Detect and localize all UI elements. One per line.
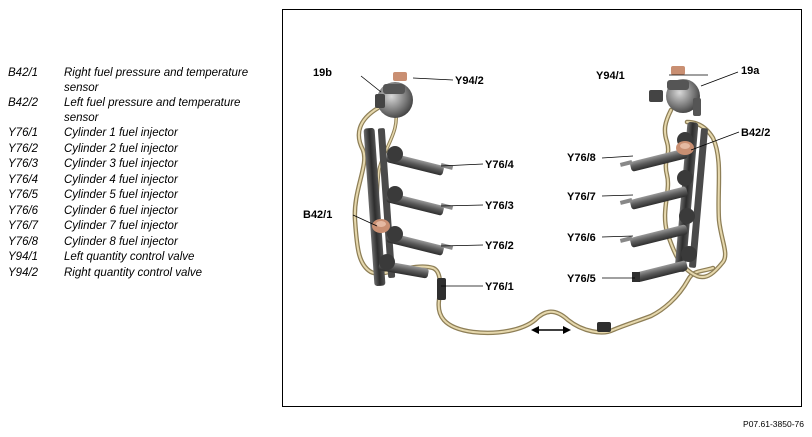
- legend-row-y76-2: Y76/2 Cylinder 2 fuel injector: [8, 142, 278, 157]
- legend-code: Y94/1: [8, 251, 39, 263]
- legend-code: Y76/7: [8, 220, 39, 232]
- callout-y94-2: Y94/2: [455, 75, 484, 87]
- legend-code: Y76/4: [8, 173, 39, 186]
- callout-y76-8: Y76/8: [567, 152, 596, 164]
- legend-code: B42/2: [8, 97, 39, 109]
- double-arrow-icon: [531, 326, 571, 334]
- left-feed-line-highlight: [353, 107, 714, 334]
- legend-desc: Cylinder 8 fuel injector: [64, 235, 178, 248]
- injector-y76-4: [386, 146, 454, 176]
- legend-code: Y76/1: [8, 127, 39, 139]
- figure-id: P07.61-3850-76: [743, 419, 804, 429]
- legend-code: Y76/6: [8, 204, 39, 217]
- callout-19a: 19a: [741, 65, 760, 77]
- injector-y76-5: [632, 246, 697, 282]
- callout-y76-2: Y76/2: [485, 240, 514, 252]
- leader-lines: [352, 71, 740, 287]
- legend-row-b42-2: B42/2 Left fuel pressure and temperature…: [8, 96, 278, 125]
- legend-desc: Cylinder 5 fuel injector: [64, 189, 178, 201]
- callout-b42-2: B42/2: [741, 127, 770, 139]
- callout-y76-7: Y76/7: [567, 191, 596, 203]
- legend-code: Y76/8: [8, 235, 39, 248]
- legend-desc: Right fuel pressure and temperature sens…: [64, 67, 249, 94]
- legend-desc: Right quantity control valve: [64, 266, 203, 279]
- legend-desc: Left quantity control valve: [64, 251, 195, 263]
- fuel-system-diagram: 19b Y94/2 Y94/1 19a B42/2 B42/1 Y76/4 Y7…: [303, 65, 770, 336]
- legend-row-y94-1: Y94/1 Left quantity control valve: [8, 250, 278, 265]
- callout-y76-4: Y76/4: [485, 159, 515, 171]
- legend-row-y76-1: Y76/1 Cylinder 1 fuel injector: [8, 126, 278, 141]
- legend-code: Y76/3: [8, 158, 39, 170]
- legend-desc: Cylinder 4 fuel injector: [64, 173, 178, 186]
- legend-code: Y94/2: [8, 266, 39, 279]
- callout-19b: 19b: [313, 67, 332, 79]
- legend-code: B42/1: [8, 67, 39, 79]
- legend-row-y76-4: Y76/4 Cylinder 4 fuel injector: [8, 173, 278, 188]
- callout-y76-3: Y76/3: [485, 200, 514, 212]
- injector-y76-6: [619, 208, 695, 248]
- callout-y94-1: Y94/1: [596, 70, 625, 82]
- legend-row-y76-8: Y76/8 Cylinder 8 fuel injector: [8, 235, 278, 250]
- legend-row-y76-6: Y76/6 Cylinder 6 fuel injector: [8, 204, 278, 219]
- legend-row-y76-3: Y76/3 Cylinder 3 fuel injector: [8, 157, 278, 172]
- injector-y76-1: [378, 254, 446, 300]
- legend-desc: Cylinder 1 fuel injector: [64, 127, 178, 139]
- legend-code: Y76/2: [8, 142, 39, 155]
- injector-y76-2: [386, 226, 454, 256]
- pump-19b: [375, 72, 413, 118]
- crossover-fitting: [597, 322, 611, 332]
- legend: B42/1 Right fuel pressure and temperatur…: [8, 66, 278, 281]
- legend-desc: Cylinder 6 fuel injector: [64, 204, 178, 217]
- legend-desc: Cylinder 2 fuel injector: [64, 142, 178, 155]
- fuel-lines: [352, 105, 728, 336]
- injector-y76-7: [619, 170, 693, 210]
- sensor-b42-1: [372, 219, 390, 233]
- legend-code: Y76/5: [8, 189, 39, 201]
- sensor-b42-2: [676, 141, 694, 155]
- injector-y76-3: [386, 186, 454, 216]
- legend-desc: Cylinder 3 fuel injector: [64, 158, 178, 170]
- legend-row-y76-7: Y76/7 Cylinder 7 fuel injector: [8, 219, 278, 234]
- legend-desc: Cylinder 7 fuel injector: [64, 220, 178, 232]
- legend-row-y76-5: Y76/5 Cylinder 5 fuel injector: [8, 188, 278, 203]
- right-injectors: [619, 132, 697, 282]
- callout-y76-5: Y76/5: [567, 273, 596, 285]
- pump-19a: [649, 66, 701, 116]
- legend-row-b42-1: B42/1 Right fuel pressure and temperatur…: [8, 66, 278, 95]
- left-feed-line: [352, 105, 716, 336]
- left-injectors: [378, 146, 454, 300]
- diagram-frame: 19b Y94/2 Y94/1 19a B42/2 B42/1 Y76/4 Y7…: [282, 9, 802, 407]
- callout-y76-1: Y76/1: [485, 281, 514, 293]
- legend-row-y94-2: Y94/2 Right quantity control valve: [8, 266, 278, 281]
- callout-b42-1: B42/1: [303, 209, 332, 221]
- callout-y76-6: Y76/6: [567, 232, 596, 244]
- legend-desc: Left fuel pressure and temperature senso…: [64, 97, 241, 124]
